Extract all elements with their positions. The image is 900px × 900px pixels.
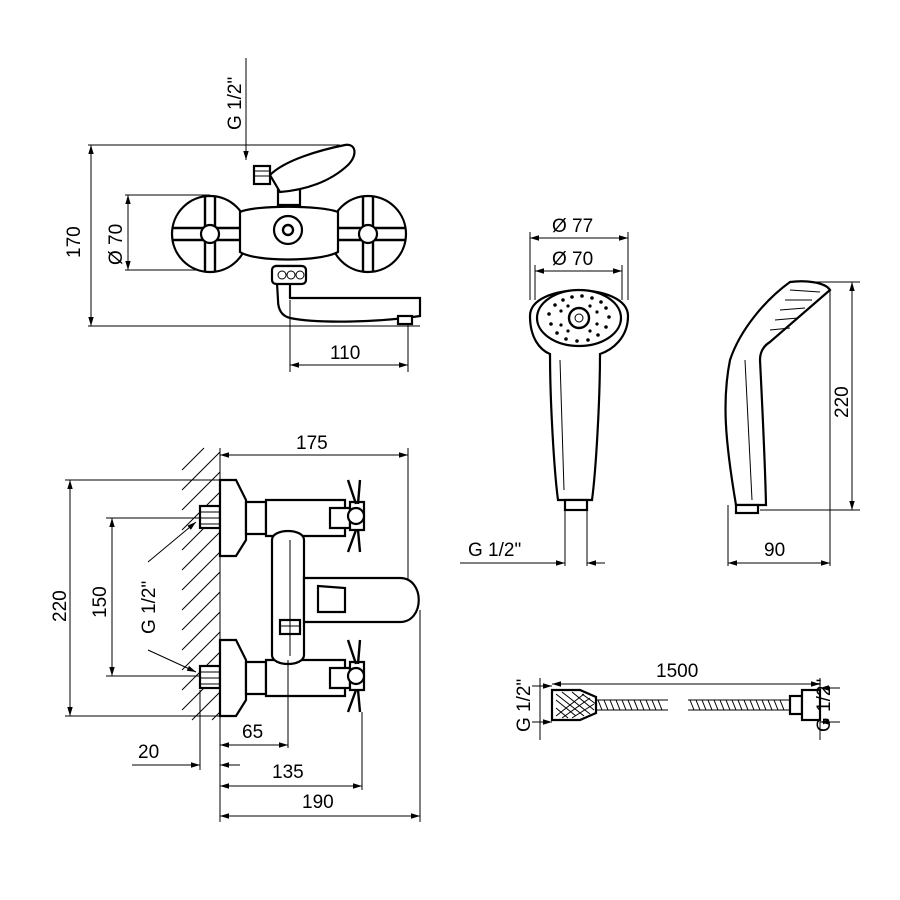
- side-dim-65: 65: [242, 722, 263, 743]
- top-spout-label: 110: [330, 343, 360, 364]
- hose-right-thread-label: G 1/2": [814, 679, 835, 732]
- diverter-lever: [268, 143, 356, 194]
- upper-cross-handle: [346, 506, 366, 526]
- side-height-label: 220: [50, 590, 71, 622]
- side-center-label: 150: [90, 586, 111, 618]
- mixer-side-view: 175 220 150 G 1/2": [50, 433, 421, 822]
- side-dim-190: 190: [302, 792, 334, 813]
- hose-coil-left: [597, 699, 663, 711]
- hose-coil-right: [689, 699, 785, 711]
- top-diameter-label: Ø 70: [106, 224, 127, 265]
- side-handle-thread: [734, 503, 760, 515]
- lower-thread-stub: [198, 664, 222, 690]
- hose-left-thread-label: G 1/2": [514, 679, 535, 732]
- shower-thread-label: G 1/2": [468, 540, 521, 561]
- top-thread-label: G 1/2": [225, 77, 246, 130]
- shower-outer-diameter-label: Ø 77: [552, 216, 593, 237]
- lower-cross-handle: [346, 666, 366, 686]
- top-thread-stub: [252, 164, 272, 186]
- upper-flange: [218, 478, 248, 558]
- hose-left-nut: [550, 688, 598, 722]
- side-dim-135: 135: [272, 762, 304, 783]
- side-shower-body: [724, 280, 832, 507]
- side-depth-label: 175: [296, 433, 328, 454]
- hand-shower-side: 220 90: [724, 280, 860, 566]
- top-height-label: 170: [64, 226, 85, 258]
- shower-inner-diameter-label: Ø 70: [552, 249, 593, 270]
- hand-shower-front: Ø 77 Ø 70 G 1/2": [460, 216, 630, 566]
- lower-valve-body: [264, 658, 347, 698]
- diverter-knob: [272, 214, 304, 246]
- shower-height-label: 220: [832, 386, 853, 418]
- side-dim-20: 20: [138, 742, 159, 763]
- hose-right-ferrule: [788, 694, 804, 716]
- mixer-front-view: G 1/2" 170 Ø 70: [64, 58, 422, 372]
- upper-valve-body: [264, 498, 347, 538]
- spout: [274, 264, 422, 323]
- side-thread-label: G 1/2": [139, 581, 160, 634]
- spray-nozzles: [547, 294, 611, 343]
- shower-width-label: 90: [764, 540, 785, 561]
- vertical-body: [270, 529, 306, 666]
- shower-hose: G 1/2" 1500 G 1/2": [514, 661, 840, 740]
- upper-thread-stub: [198, 504, 222, 530]
- shower-head-body: [528, 289, 630, 502]
- lower-flange: [218, 638, 248, 718]
- handle-thread: [563, 498, 589, 512]
- hose-length-label: 1500: [656, 661, 698, 682]
